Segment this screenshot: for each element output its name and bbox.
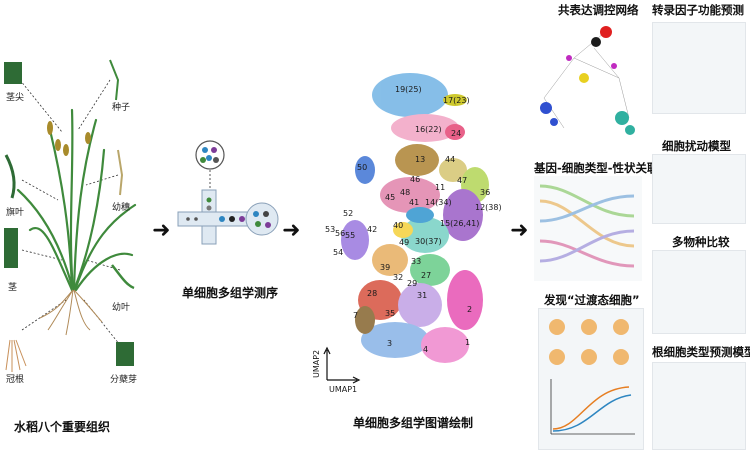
crown-root-icon — [5, 339, 27, 372]
cluster-label: 48 — [400, 188, 410, 197]
cluster-label: 40 — [393, 221, 403, 230]
cluster-label: 35 — [385, 309, 395, 318]
tissue-label-shoot-apex: 茎尖 — [6, 93, 25, 103]
cluster-label: 47 — [457, 176, 467, 185]
cluster-label: 50 — [357, 163, 367, 172]
cluster-label: 46 — [410, 175, 420, 184]
cluster-label: 32 — [393, 273, 403, 282]
cluster-label: 53 — [325, 225, 335, 234]
analysis-panels: 共表达调控网络 转录因子功能预测 基因-细胞类型-性状关联图 — [534, 0, 750, 455]
cluster-label: 24 — [451, 129, 461, 138]
tf-title: 转录因子功能预测 — [652, 3, 744, 17]
cluster-label: 19(25) — [395, 85, 422, 94]
sequencing-panel-title: 单细胞多组学测序 — [182, 286, 279, 300]
cluster-label: 13 — [415, 155, 425, 164]
cluster-label: 36 — [480, 188, 490, 197]
cluster-label: 41 — [409, 198, 419, 207]
cluster-label: 28 — [367, 289, 377, 298]
seed-icon — [109, 59, 120, 101]
coexpression-network-figure — [540, 26, 635, 135]
tissue-label-seed: 种子 — [112, 103, 131, 113]
cluster-label: 27 — [421, 271, 431, 280]
cluster-label: 39 — [380, 263, 390, 272]
root-prediction-figure — [652, 362, 746, 450]
cluster-label: 54 — [333, 248, 343, 257]
young-leaf-icon — [111, 264, 135, 290]
cluster-label: 33 — [411, 257, 421, 266]
species-comparison-figure — [652, 250, 746, 334]
cluster-label: 15(26,41) — [440, 219, 479, 228]
flow-arrow-3: ➜ — [510, 218, 529, 243]
cluster-label: 49 — [399, 238, 409, 247]
cluster-label: 2 — [467, 305, 472, 314]
cluster-label: 3 — [387, 339, 392, 348]
cluster-label: 4 — [423, 345, 428, 354]
cluster-label: 42 — [367, 225, 377, 234]
network-title: 共表达调控网络 — [558, 3, 639, 17]
cluster-label: 31 — [417, 291, 427, 300]
microfluidic-chip-illustration — [177, 140, 279, 245]
transition-cells-figure — [538, 308, 644, 450]
cluster-label: 44 — [445, 155, 455, 164]
cluster-label: 30(37) — [415, 237, 442, 246]
cluster-label: 14(34) — [425, 198, 452, 207]
tiller-bud-icon — [116, 342, 134, 366]
cluster-label: 11 — [435, 183, 445, 192]
umap-y-axis-label: UMAP2 — [312, 350, 321, 378]
transition-curve — [549, 319, 635, 435]
umap-panel-title: 单细胞多组学图谱绘制 — [353, 416, 474, 430]
tissue-panel-title: 水稻八个重要组织 — [14, 420, 111, 434]
umap-scatter: UMAP2 UMAP1 19(25) 17(23) 16(22) 24 13 4… — [312, 73, 502, 394]
tissue-label-crown-root: 冠根 — [6, 375, 25, 385]
cluster-label: 56 — [335, 229, 345, 238]
cluster-label: 12(38) — [475, 203, 502, 212]
tissue-label-tiller-bud: 分蘖芽 — [110, 375, 138, 385]
umap-x-axis-label: UMAP1 — [329, 385, 357, 394]
transition-title: 发现“过渡态细胞” — [544, 293, 640, 307]
tissue-label-flag-leaf: 旗叶 — [6, 208, 25, 218]
flag-leaf-icon — [4, 154, 16, 199]
tissue-label-young-panicle: 幼穗 — [112, 203, 131, 213]
tissue-label-young-leaf: 幼叶 — [112, 303, 131, 313]
cluster-label: 7 — [353, 311, 358, 320]
root-model-title: 根细胞类型预测模型 — [652, 345, 750, 359]
perturb-title: 细胞扰动模型 — [662, 139, 731, 153]
gene-trait-alluvial-figure — [534, 176, 642, 281]
sequencing-panel: 单细胞多组学测序 — [176, 0, 286, 455]
tissue-panel: 茎尖 种子 旗叶 幼穗 茎 幼叶 冠根 分蘖芽 水稻八个重要组织 — [0, 0, 150, 455]
umap-axis-arrows — [323, 346, 361, 384]
cluster-label: 1 — [465, 338, 470, 347]
cluster-label: 45 — [385, 193, 395, 202]
perturbation-figure — [652, 154, 746, 224]
tissue-label-stem: 茎 — [8, 283, 18, 293]
gene-trait-title: 基因-细胞类型-性状关联图 — [534, 161, 671, 175]
stem-icon — [4, 228, 18, 268]
young-panicle-icon — [117, 149, 124, 196]
cluster-label: 16(22) — [415, 125, 442, 134]
cluster-label: 52 — [343, 209, 353, 218]
cluster-label: 55 — [345, 231, 355, 240]
flow-arrow-2: ➜ — [282, 218, 301, 243]
umap-panel: UMAP2 UMAP1 19(25) 17(23) 16(22) 24 13 4… — [305, 0, 520, 455]
species-title: 多物种比较 — [672, 235, 730, 249]
cluster-label: 29 — [407, 279, 417, 288]
rice-plant-illustration — [4, 59, 137, 372]
cluster-label: 17(23) — [443, 96, 470, 105]
tf-prediction-figure — [652, 22, 746, 114]
cluster-labels: 19(25) 17(23) 16(22) 24 13 44 50 46 48 4… — [325, 85, 502, 354]
flow-arrow-1: ➜ — [152, 218, 171, 243]
shoot-apex-icon — [4, 62, 22, 84]
